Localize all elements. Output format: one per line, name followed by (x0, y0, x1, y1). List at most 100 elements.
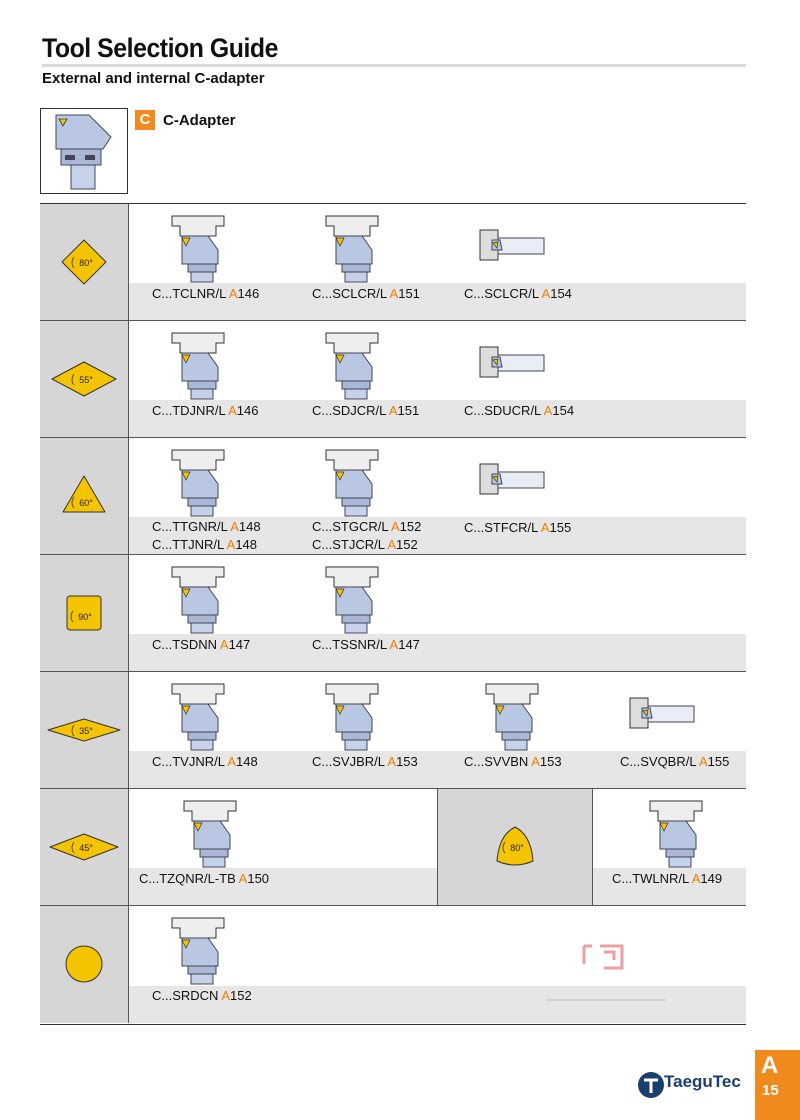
tool-code-text: C...SVVBN (464, 754, 532, 769)
tool-cell[interactable] (472, 438, 622, 554)
insert-shape-icon: 35° (40, 672, 129, 788)
page-ref[interactable]: A (219, 637, 229, 652)
page-ref[interactable]: A (389, 637, 399, 652)
tool-code[interactable]: C...SDJCR/L A151 (312, 403, 419, 418)
tool-cell[interactable] (158, 555, 308, 671)
tool-cell[interactable] (312, 438, 462, 554)
tool-cell[interactable] (472, 321, 622, 437)
page-ref[interactable]: A (691, 871, 701, 886)
page-ref-number: 148 (235, 537, 258, 552)
adapter-label: C-Adapter (163, 112, 236, 129)
column-divider (437, 789, 438, 905)
tool-code[interactable]: C...SVJBR/L A153 (312, 754, 418, 769)
tool-cell[interactable] (636, 789, 746, 905)
tool-cell[interactable] (312, 321, 462, 437)
page-ref[interactable]: A (387, 537, 397, 552)
tool-cell[interactable] (312, 204, 462, 320)
page-ref[interactable]: A (238, 871, 248, 886)
tool-cell[interactable] (312, 555, 462, 671)
tool-cell[interactable] (158, 672, 308, 788)
tool-holder-image (325, 449, 379, 517)
tool-code-text: C...TTGNR/L (152, 519, 231, 534)
tool-code-text: C...SDJCR/L (312, 403, 389, 418)
page-subtitle: External and internal C-adapter (42, 70, 265, 87)
page-ref[interactable]: A (543, 403, 553, 418)
code-band (129, 986, 746, 1023)
tool-holder-image (479, 229, 545, 261)
tool-cell[interactable] (170, 789, 320, 905)
tool-code[interactable]: C...SCLCR/L A154 (464, 286, 572, 301)
page-ref[interactable]: A (389, 286, 399, 301)
tool-cell[interactable] (158, 438, 308, 554)
page-ref[interactable]: A (387, 754, 397, 769)
tool-cell[interactable] (622, 672, 772, 788)
tool-code[interactable]: C...SVVBN A153 (464, 754, 562, 769)
svg-text:80°: 80° (510, 843, 524, 853)
insert-shape-icon: 90° (40, 555, 129, 671)
tool-code[interactable]: C...STGCR/L A152 (312, 519, 421, 534)
page-ref[interactable]: A (228, 286, 238, 301)
tool-cell[interactable] (312, 672, 462, 788)
tool-code[interactable]: C...STJCR/L A152 (312, 537, 418, 552)
brand-logo (636, 1068, 752, 1104)
tool-code[interactable]: C...TCLNR/L A146 (152, 286, 259, 301)
tool-code-text: C...TSDNN (152, 637, 220, 652)
svg-text:80°: 80° (79, 258, 93, 268)
table-row: 80° C...TCLNR/L A146 C...SCLCR/L A151 C...S… (40, 204, 746, 321)
page-ref[interactable]: A (230, 519, 239, 534)
page-ref[interactable]: A (226, 537, 236, 552)
tool-code[interactable]: C...TSSNR/L A147 (312, 637, 420, 652)
insert-shape-icon: 60° (40, 438, 129, 554)
insert-shape-icon (40, 906, 129, 1023)
tool-cell[interactable] (158, 204, 308, 320)
tool-code-text: C...TSSNR/L (312, 637, 390, 652)
tool-holder-image (171, 566, 225, 634)
tool-code[interactable]: C...TVJNR/L A148 (152, 754, 258, 769)
code-band (129, 283, 746, 320)
tool-code[interactable]: C...STFCR/L A155 (464, 520, 571, 535)
tool-cell[interactable] (472, 204, 622, 320)
tool-code-text: C...STGCR/L (312, 519, 391, 534)
tool-holder-image (325, 566, 379, 634)
tool-cell[interactable] (158, 321, 308, 437)
brand-name: TaeguTec (664, 1072, 741, 1091)
watermark-logo (540, 942, 672, 1012)
insert-shape-icon: 45° (40, 789, 129, 905)
tool-code[interactable]: C...SRDCN A152 (152, 988, 252, 1003)
tool-code-text: C...TDJNR/L (152, 403, 229, 418)
table-row: C...SRDCN A152 (40, 906, 746, 1023)
page-ref-number: 154 (550, 286, 572, 301)
tool-holder-image (171, 917, 225, 985)
page-ref[interactable]: A (228, 403, 237, 418)
tool-code[interactable]: C...TTGNR/L A148 (152, 519, 261, 534)
tool-code[interactable]: C...TTJNR/L A148 (152, 537, 257, 552)
tool-code-text: C...SCLCR/L (464, 286, 542, 301)
page-ref[interactable]: A (227, 754, 237, 769)
page-ref-number: 147 (228, 637, 251, 652)
tool-code[interactable]: C...SCLCR/L A151 (312, 286, 420, 301)
tool-code[interactable]: C...TZQNR/L-TB A150 (139, 871, 269, 886)
tool-cell[interactable] (158, 906, 308, 1023)
tool-code[interactable]: C...TDJNR/L A146 (152, 403, 258, 418)
page-ref[interactable]: A (699, 754, 708, 769)
page-ref-number: 150 (247, 871, 270, 886)
page-ref[interactable]: A (541, 286, 551, 301)
tool-code[interactable]: C...TWLNR/L A149 (612, 871, 722, 886)
page-ref[interactable]: A (531, 754, 540, 769)
insert-shape-icon: 80° (40, 204, 129, 320)
tool-cell[interactable] (472, 672, 622, 788)
tool-code[interactable]: C...TSDNN A147 (152, 637, 250, 652)
tool-holder-image (325, 332, 379, 400)
code-band (129, 517, 746, 554)
tool-code-text: C...TZQNR/L-TB (139, 871, 239, 886)
page-ref[interactable]: A (221, 988, 231, 1003)
tool-code[interactable]: C...SVQBR/L A155 (620, 754, 729, 769)
page-ref[interactable]: A (388, 403, 398, 418)
page-ref[interactable]: A (390, 519, 400, 534)
page-number: 15 (762, 1082, 779, 1099)
page-ref[interactable]: A (540, 520, 550, 535)
tool-code[interactable]: C...SDUCR/L A154 (464, 403, 574, 418)
tool-holder-image (479, 346, 545, 378)
